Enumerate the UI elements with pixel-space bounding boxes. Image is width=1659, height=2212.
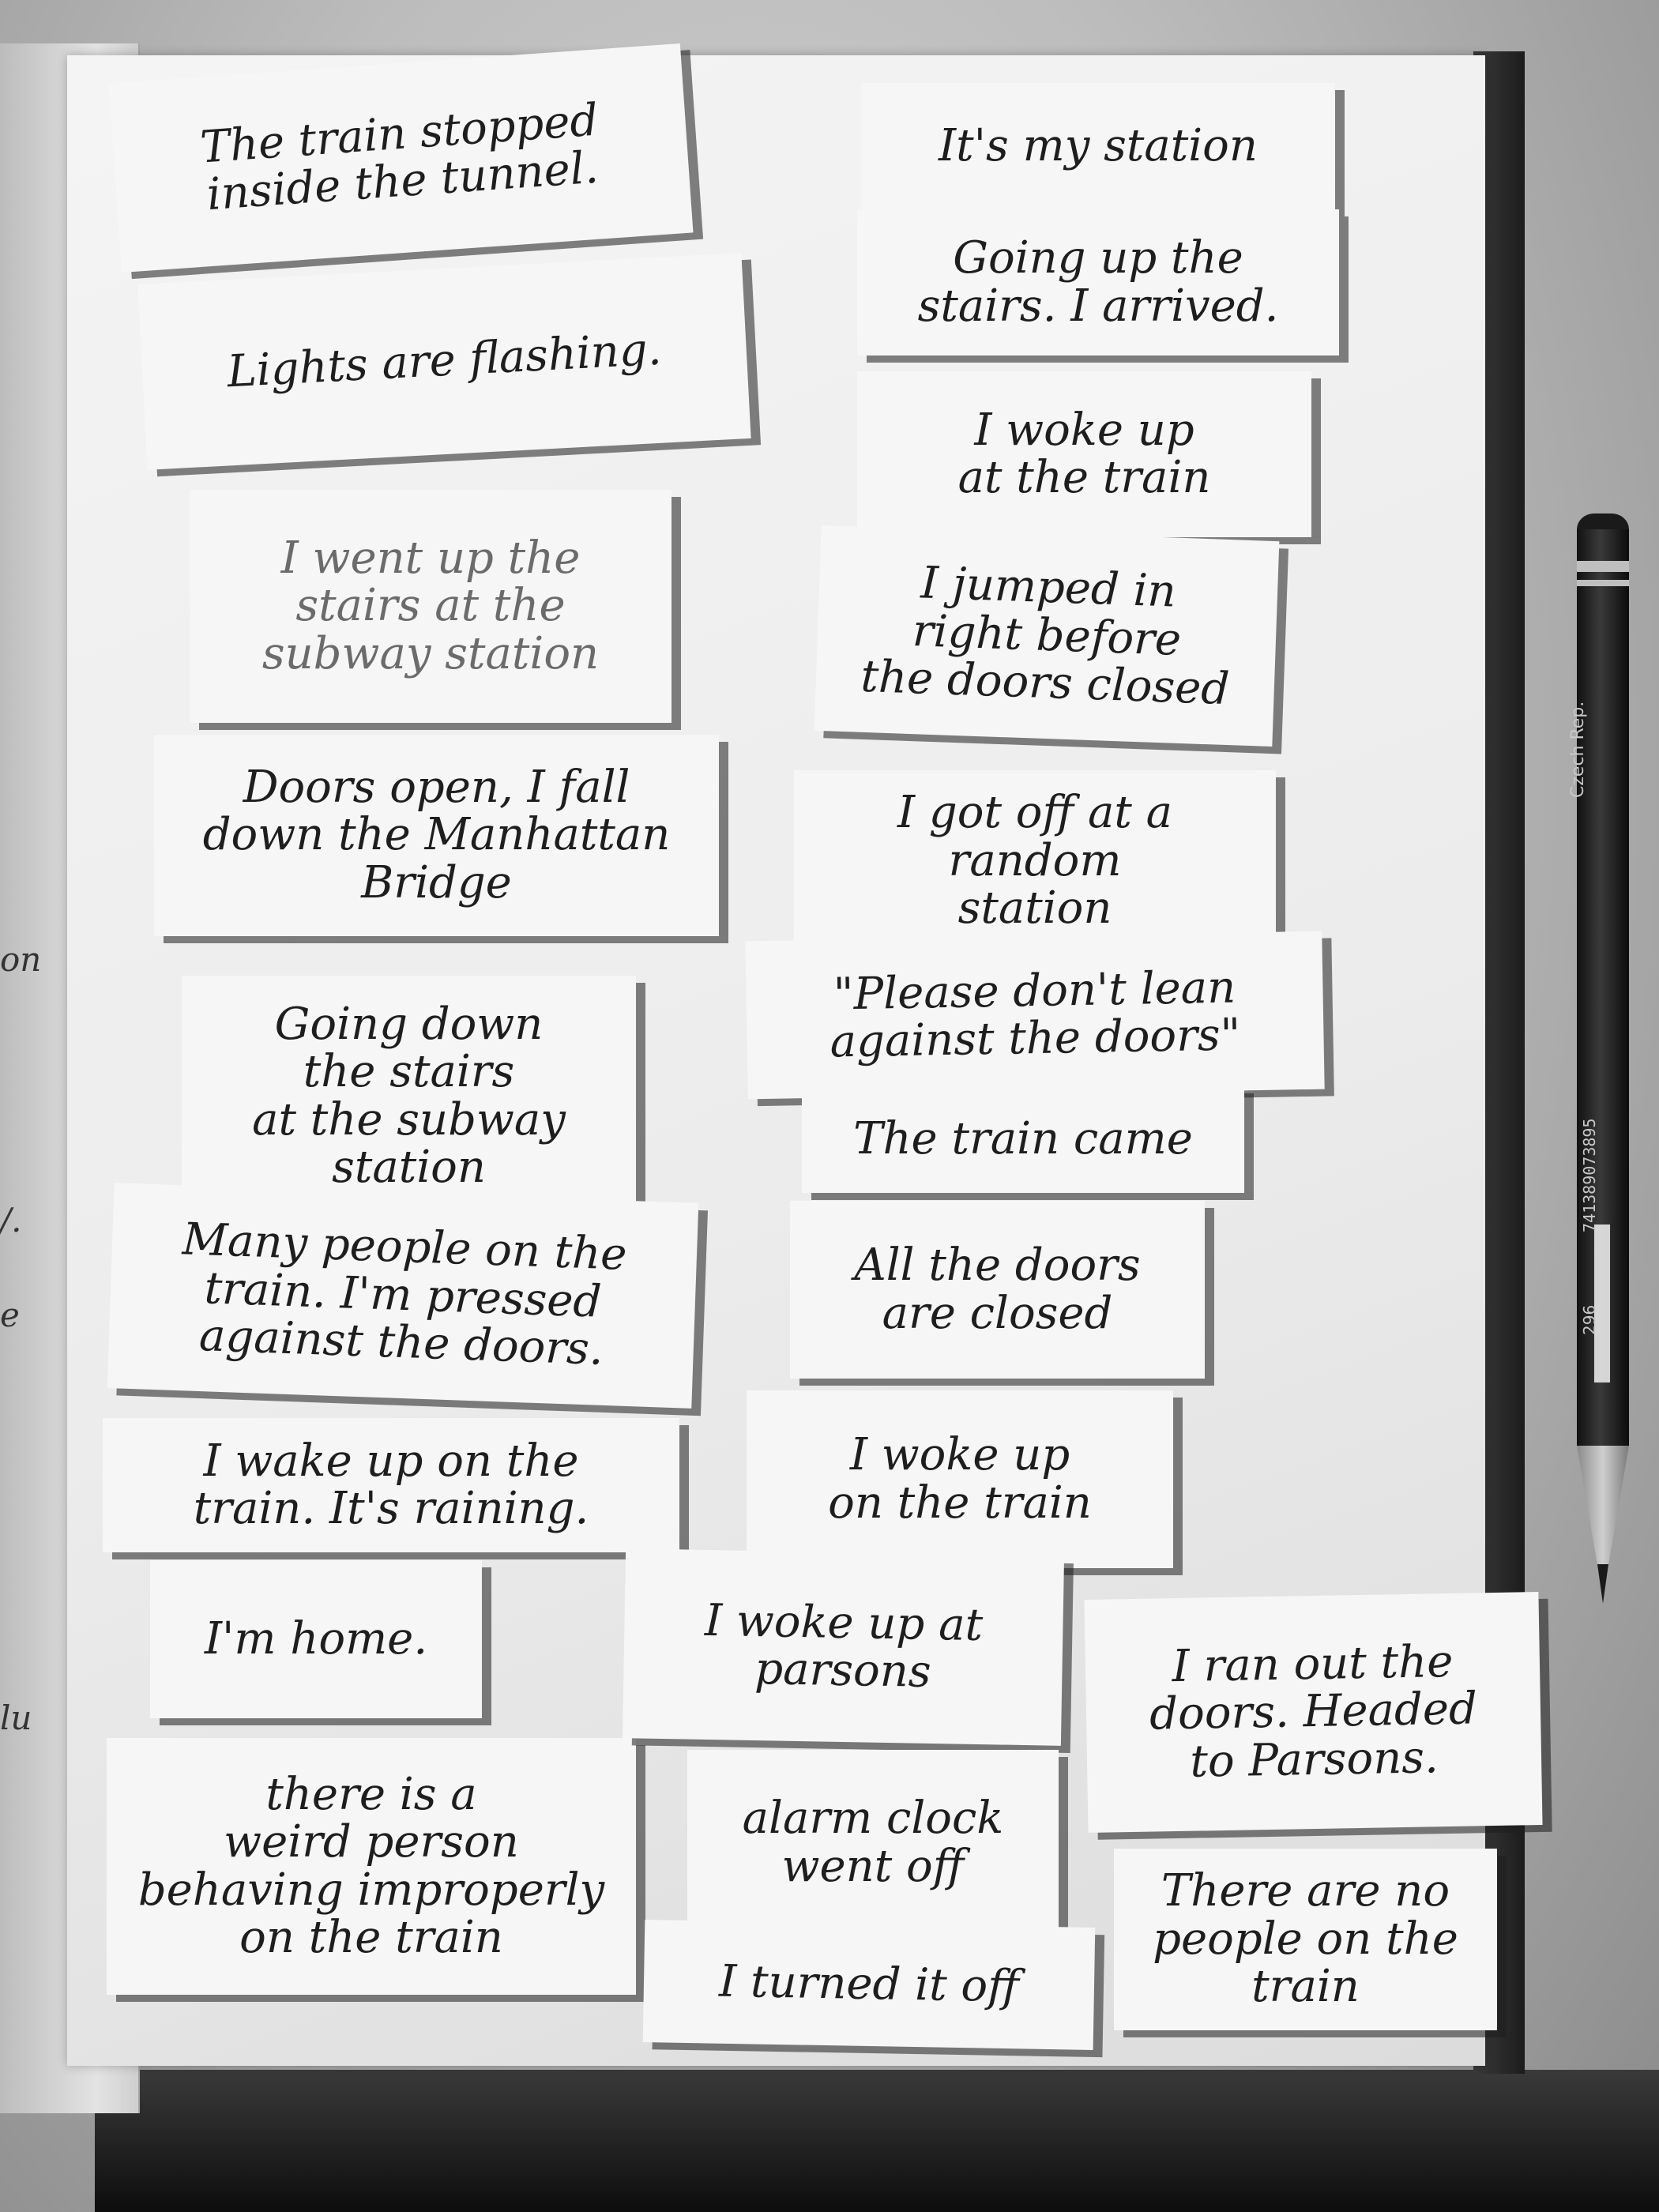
paper-strip: The train came bbox=[802, 1086, 1244, 1193]
paper-strip: I jumped in right before the doors close… bbox=[814, 525, 1280, 747]
strip-text: I woke up on the train bbox=[828, 1429, 1092, 1529]
paper-strip: Doors open, I fall down the Manhattan Br… bbox=[154, 735, 719, 936]
strip-text: I woke up at the train bbox=[957, 404, 1211, 503]
paper-strip: There are no people on the train bbox=[1114, 1849, 1497, 2030]
pencil-number: 296 bbox=[1580, 1304, 1599, 1335]
paper-strip: Lights are flashing. bbox=[137, 253, 751, 470]
strip-text: Many people on the train. I'm pressed ag… bbox=[181, 1213, 628, 1376]
paper-strip: alarm clock went off bbox=[687, 1750, 1059, 1936]
paper-strip: Going up the stairs. I arrived. bbox=[857, 209, 1339, 356]
paper-strip: I ran out the doors. Headed to Parsons. bbox=[1084, 1592, 1543, 1833]
pencil-label: Czech Rep. bbox=[1568, 701, 1588, 798]
left-page-mark: /. bbox=[0, 1201, 22, 1240]
strip-text: There are no people on the train bbox=[1153, 1865, 1458, 2013]
strip-text: I went up the stairs at the subway stati… bbox=[261, 532, 600, 679]
strip-text: All the doors are closed bbox=[854, 1240, 1141, 1339]
strip-text: I ran out the doors. Headed to Parsons. bbox=[1149, 1635, 1478, 1788]
strip-text: I wake up on the train. It's raining. bbox=[193, 1435, 589, 1534]
strip-text: Doors open, I fall down the Manhattan Br… bbox=[202, 761, 671, 908]
strip-text: I woke up at parsons bbox=[704, 1594, 984, 1698]
left-page-mark: on bbox=[0, 940, 42, 979]
strip-text: Going up the stairs. I arrived. bbox=[917, 232, 1279, 332]
paper-strip: there is a weird person behaving imprope… bbox=[107, 1738, 636, 1995]
paper-strip: Going down the stairs at the subway stat… bbox=[182, 976, 636, 1217]
strip-text: there is a weird person behaving imprope… bbox=[137, 1768, 605, 1963]
paper-strip: It's my station bbox=[861, 83, 1335, 209]
pencil-icon bbox=[1577, 514, 1629, 1604]
strip-text: "Please don't lean against the doors" bbox=[830, 961, 1241, 1068]
paper-strip: Many people on the train. I'm pressed ag… bbox=[107, 1183, 699, 1409]
left-page-mark: lu bbox=[0, 1698, 32, 1737]
paper-strip: I went up the stairs at the subway stati… bbox=[190, 490, 672, 723]
paper-strip: I'm home. bbox=[150, 1560, 482, 1718]
paper-strip: I got off at a random station bbox=[794, 770, 1276, 952]
table-shadow bbox=[95, 2070, 1659, 2212]
strip-text: I got off at a random station bbox=[897, 787, 1173, 935]
paper-strip: The train stopped inside the tunnel. bbox=[108, 43, 694, 273]
strip-text: Lights are flashing. bbox=[225, 323, 663, 398]
left-page-mark: e bbox=[0, 1296, 20, 1334]
paper-strip: I woke up at parsons bbox=[622, 1548, 1065, 1746]
pencil-code: 741389073895 bbox=[1580, 1118, 1599, 1233]
paper-strip: I woke up on the train bbox=[747, 1390, 1173, 1568]
strip-text: It's my station bbox=[939, 119, 1258, 171]
paper-strip: All the doors are closed bbox=[790, 1201, 1205, 1379]
paper-strip: I turned it off bbox=[642, 1920, 1096, 2050]
paper-strip: "Please don't lean against the doors" bbox=[745, 931, 1325, 1100]
paper-strip: I wake up on the train. It's raining. bbox=[103, 1418, 679, 1552]
strip-text: Going down the stairs at the subway stat… bbox=[252, 998, 566, 1193]
strip-text: I turned it off bbox=[718, 1955, 1020, 2013]
strip-text: The train stopped inside the tunnel. bbox=[198, 94, 600, 221]
paper-strip: I woke up at the train bbox=[857, 371, 1311, 537]
strip-text: alarm clock went off bbox=[742, 1793, 1004, 1892]
strip-text: I jumped in right before the doors close… bbox=[860, 557, 1231, 716]
strip-text: I'm home. bbox=[204, 1612, 428, 1665]
strip-text: The train came bbox=[853, 1113, 1193, 1165]
